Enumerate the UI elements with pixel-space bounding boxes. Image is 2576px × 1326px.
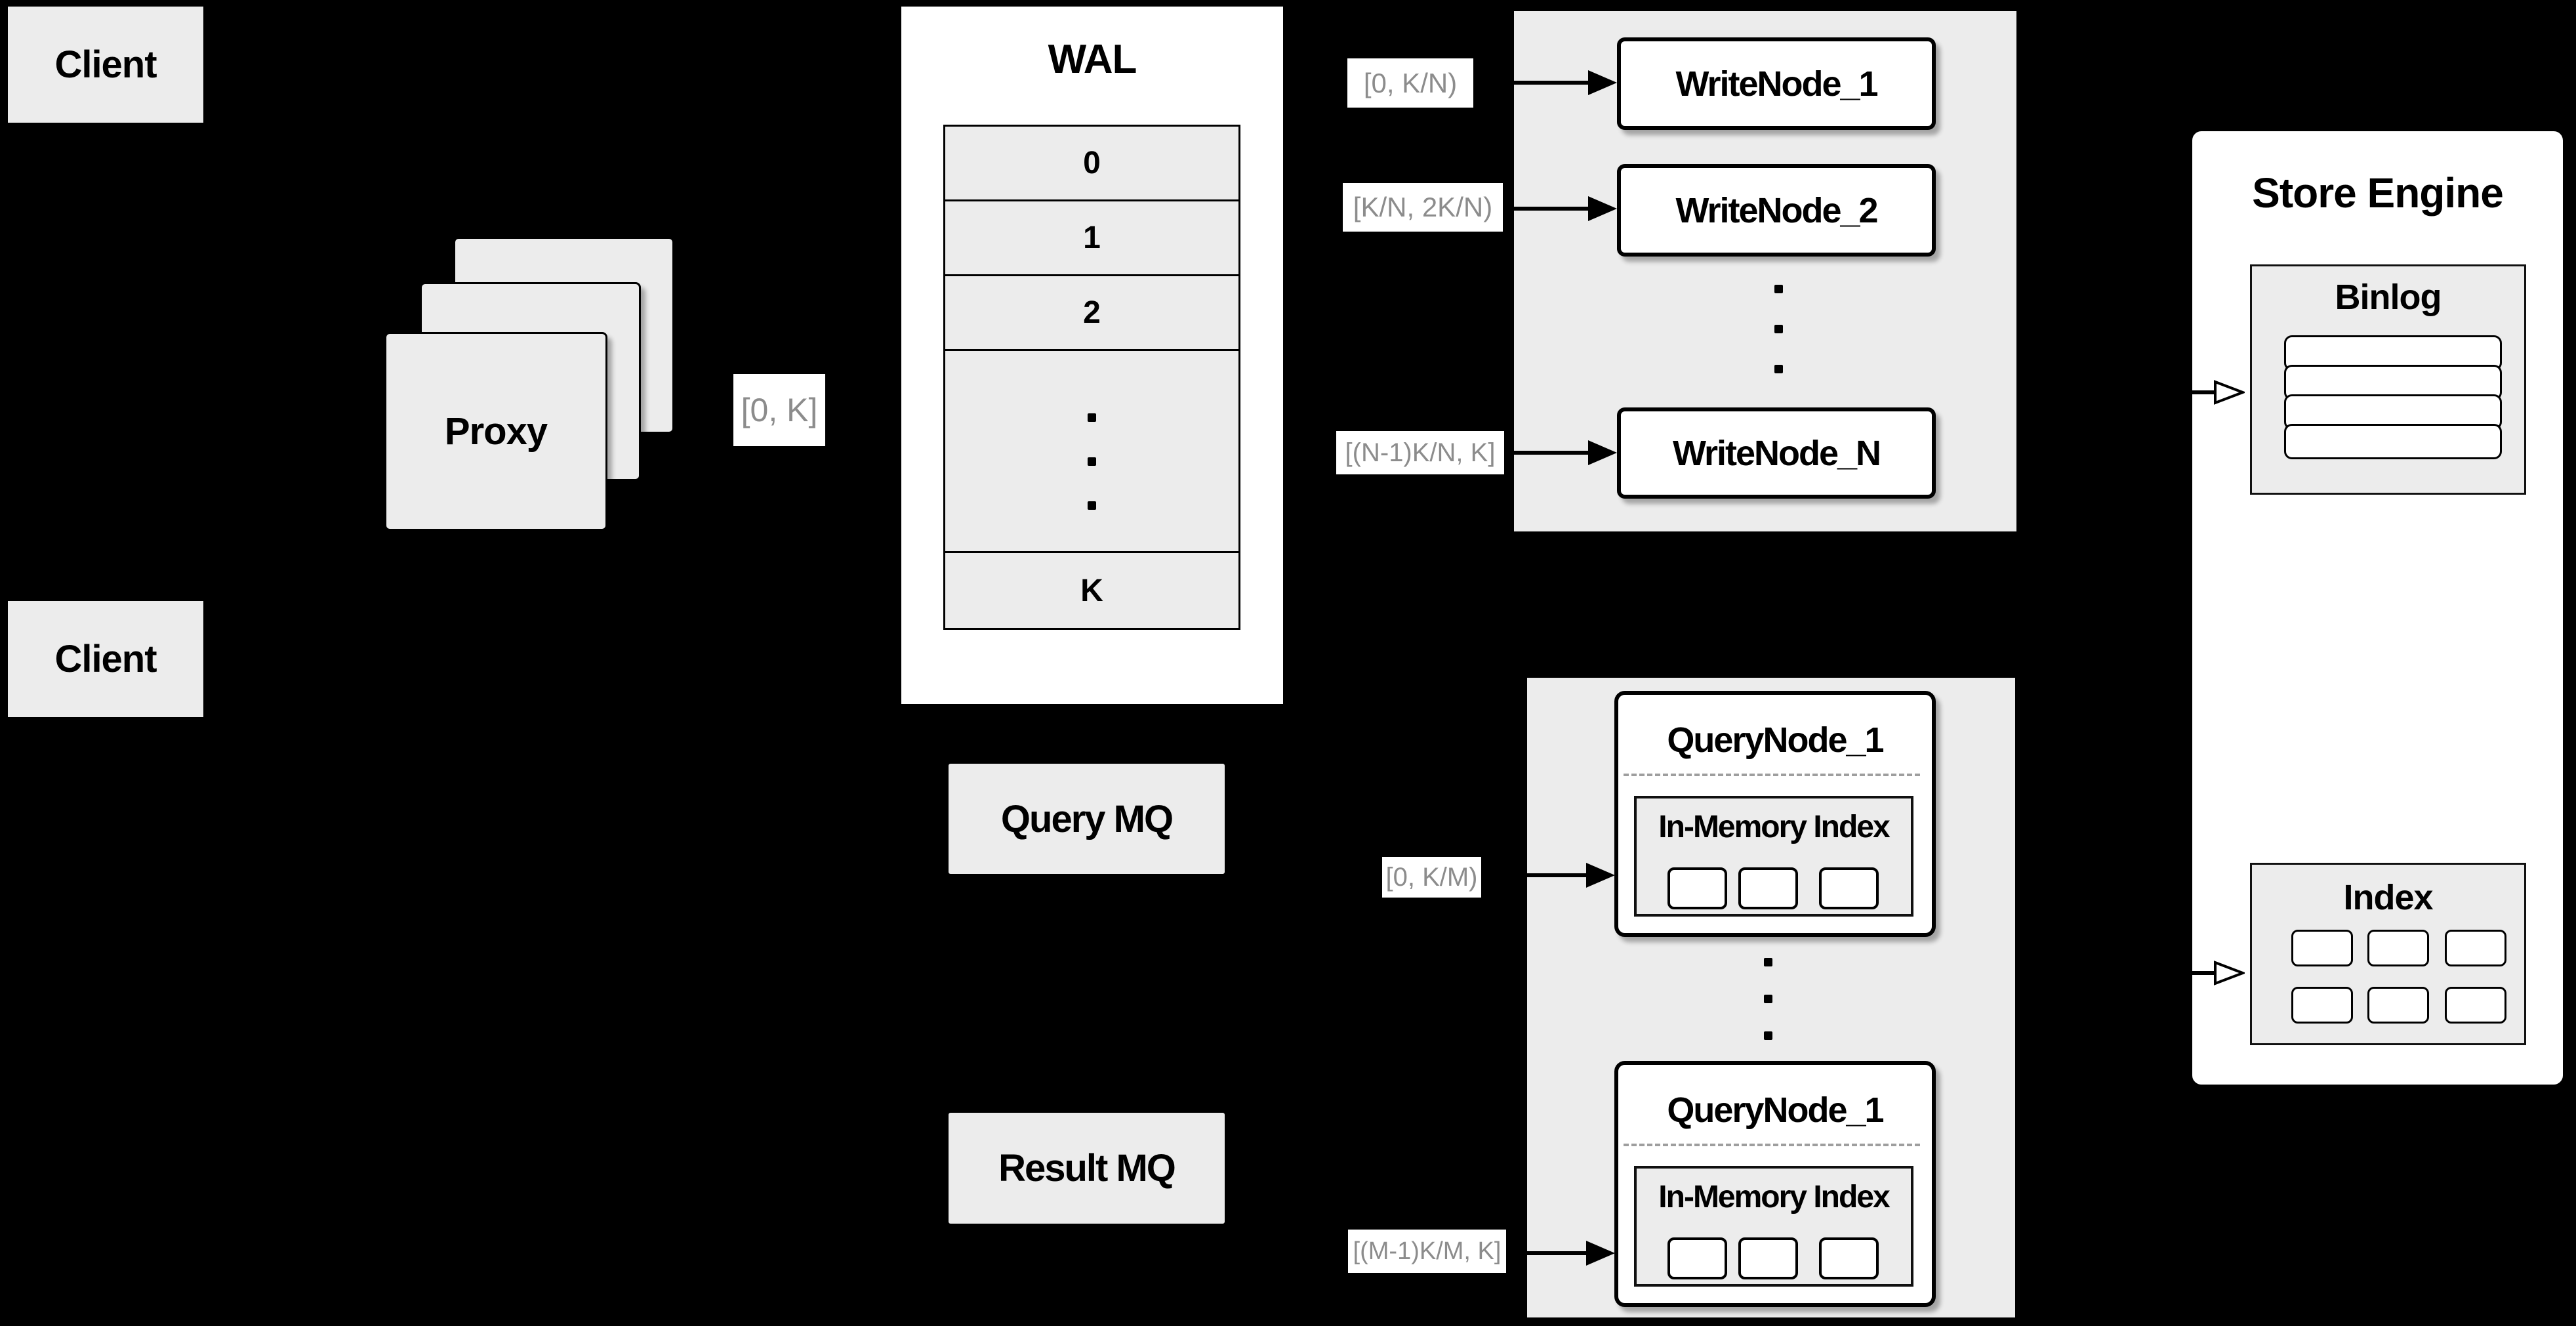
arrowhead-icon [1586,863,1615,888]
index-chip [2291,930,2353,966]
segment-chip [1667,1237,1727,1279]
query-panel-ellipsis-dot [1764,958,1772,966]
client-node-top: Client [6,5,205,125]
segment-chip [1819,1237,1879,1279]
arrow-line-to-writenode-2 [1512,207,1589,211]
write-panel-ellipsis-dot [1774,325,1783,333]
wal-ellipsis-dot [1088,501,1096,510]
wal-row-0: 0 [943,125,1240,201]
wal-row-k: K [943,551,1240,630]
write-panel-ellipsis-dot [1774,365,1783,373]
wal-row-ellipsis [943,349,1240,553]
edge-label-proxy-to-wal: [0, K] [733,374,825,446]
query-node-m-divider [1624,1144,1920,1146]
arrow-line-to-writenode-1 [1512,81,1589,85]
arrow-line-to-writenode-n [1512,451,1589,455]
query-node-m-inmemory-title: In-Memory Index [1658,1179,1890,1214]
result-mq-node: Result MQ [947,1111,1227,1226]
write-node-n: WriteNode_N [1617,407,1936,499]
proxy-card-front: Proxy [384,332,607,531]
arrowhead-icon [1588,70,1617,95]
wal-title: WAL [1048,36,1137,82]
query-panel-ellipsis-dot [1764,1031,1772,1040]
index-chip [2445,930,2506,966]
segment-chip [1738,867,1798,909]
write-node-n-label: WriteNode_N [1672,433,1881,473]
binlog-row [2284,424,2502,459]
binlog-title: Binlog [2335,278,2442,317]
write-node-1-label: WriteNode_1 [1675,64,1878,104]
proxy-label: Proxy [444,410,548,453]
open-arrowhead-icon [2214,380,2245,405]
open-arrowhead-icon [2214,961,2245,985]
query-node-m-title: QueryNode_1 [1667,1090,1884,1130]
arrowhead-icon [1588,196,1617,221]
wal-row-2: 2 [943,274,1240,351]
arrow-line-to-index [2192,971,2216,975]
segment-chip [1738,1237,1798,1279]
write-panel-ellipsis-dot [1774,285,1783,293]
segment-chip [1667,867,1727,909]
arrowhead-icon [1586,1241,1615,1266]
query-node-1-inmemory-title: In-Memory Index [1658,809,1890,844]
index-chip [2445,987,2506,1024]
index-chip [2291,987,2353,1024]
client-node-bottom: Client [6,599,205,719]
query-node-1-title: QueryNode_1 [1667,720,1884,760]
query-mq-node: Query MQ [947,762,1227,876]
query-panel-ellipsis-dot [1764,995,1772,1003]
client-node-bottom-label: Client [54,638,157,680]
edge-label-query-1: [0, K/M) [1382,857,1481,898]
wal-ellipsis-dot [1088,413,1096,422]
edge-label-query-m: [(M-1)K/M, K] [1348,1230,1506,1273]
query-mq-label: Query MQ [1000,797,1174,840]
result-mq-label: Result MQ [998,1147,1176,1190]
index-chip [2367,930,2429,966]
arrow-line-to-querynode-1 [1525,873,1587,877]
wal-ellipsis-dot [1088,457,1096,466]
segment-chip [1819,867,1879,909]
index-title: Index [2343,878,2433,917]
write-node-1: WriteNode_1 [1617,37,1936,130]
edge-label-write-2: [K/N, 2K/N) [1343,183,1503,232]
arrowhead-icon [1588,440,1617,465]
write-node-2: WriteNode_2 [1617,164,1936,257]
store-engine-title: Store Engine [2252,169,2504,217]
wal-row-1: 1 [943,199,1240,276]
write-node-2-label: WriteNode_2 [1675,190,1878,230]
index-chip [2367,987,2429,1024]
arrow-line-to-querynode-m [1525,1251,1587,1255]
query-node-1-divider [1624,774,1920,776]
client-node-top-label: Client [54,43,157,86]
arrow-line-to-binlog [2192,390,2216,394]
edge-label-write-1: [0, K/N) [1347,58,1473,108]
edge-label-write-n: [(N-1)K/N, K] [1336,431,1504,474]
